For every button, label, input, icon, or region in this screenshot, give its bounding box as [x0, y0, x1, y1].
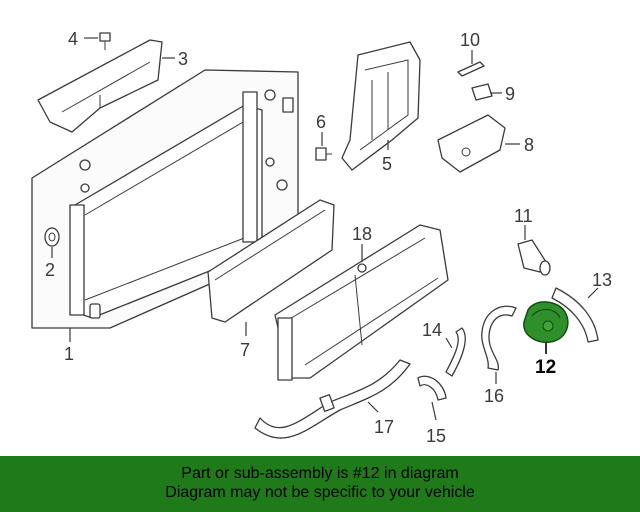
callout-8: 8 [524, 135, 534, 155]
callout-2: 2 [45, 260, 55, 280]
callout-16: 16 [484, 386, 504, 406]
callout-9: 9 [505, 84, 515, 104]
callout-5: 5 [382, 154, 392, 174]
connector-part-11[interactable] [517, 239, 551, 276]
callout-7: 7 [240, 340, 250, 360]
callout-13: 13 [592, 270, 612, 290]
strip-part-10[interactable] [457, 61, 485, 77]
banner-line-1: Part or sub-assembly is #12 in diagram [181, 465, 459, 482]
bolt-part-4[interactable] [99, 32, 111, 50]
leader-lines [51, 37, 599, 421]
callout-11: 11 [514, 206, 533, 226]
grommet-part-2[interactable] [44, 227, 60, 247]
parts-diagram: 1 2 3 4 5 6 7 8 9 10 11 12 13 14 15 16 1… [31, 29, 612, 446]
callout-10: 10 [460, 30, 480, 50]
bracket-part-8[interactable] [437, 114, 506, 173]
washer-part-9[interactable] [471, 83, 493, 101]
hose-part-14[interactable] [445, 327, 466, 377]
condenser-part-18[interactable] [274, 224, 449, 381]
seal-part-7[interactable] [207, 199, 335, 323]
callout-17: 17 [374, 417, 394, 437]
callout-15: 15 [426, 426, 446, 446]
info-banner: Part or sub-assembly is #12 in diagram D… [0, 456, 640, 512]
banner-line-2: Diagram may not be specific to your vehi… [165, 484, 475, 501]
hose-part-13[interactable] [551, 287, 599, 343]
lower-hose-part-17[interactable] [254, 359, 411, 439]
callout-14: 14 [422, 320, 442, 340]
highlighted-part-12[interactable] [523, 301, 569, 344]
callout-3: 3 [178, 49, 188, 69]
callout-18: 18 [352, 224, 372, 244]
callout-labels: 1 2 3 4 5 6 7 8 9 10 11 12 13 14 15 16 1… [45, 29, 612, 446]
side-air-guide-part-5[interactable] [341, 41, 421, 171]
callout-12: 12 [535, 357, 556, 378]
callout-4: 4 [68, 29, 78, 49]
hose-part-16[interactable] [481, 305, 517, 371]
clip-part-6[interactable] [315, 147, 332, 161]
hose-part-15[interactable] [417, 375, 447, 401]
callout-6: 6 [316, 112, 326, 132]
air-guide-part-3[interactable] [37, 39, 163, 133]
callout-1: 1 [64, 344, 74, 364]
